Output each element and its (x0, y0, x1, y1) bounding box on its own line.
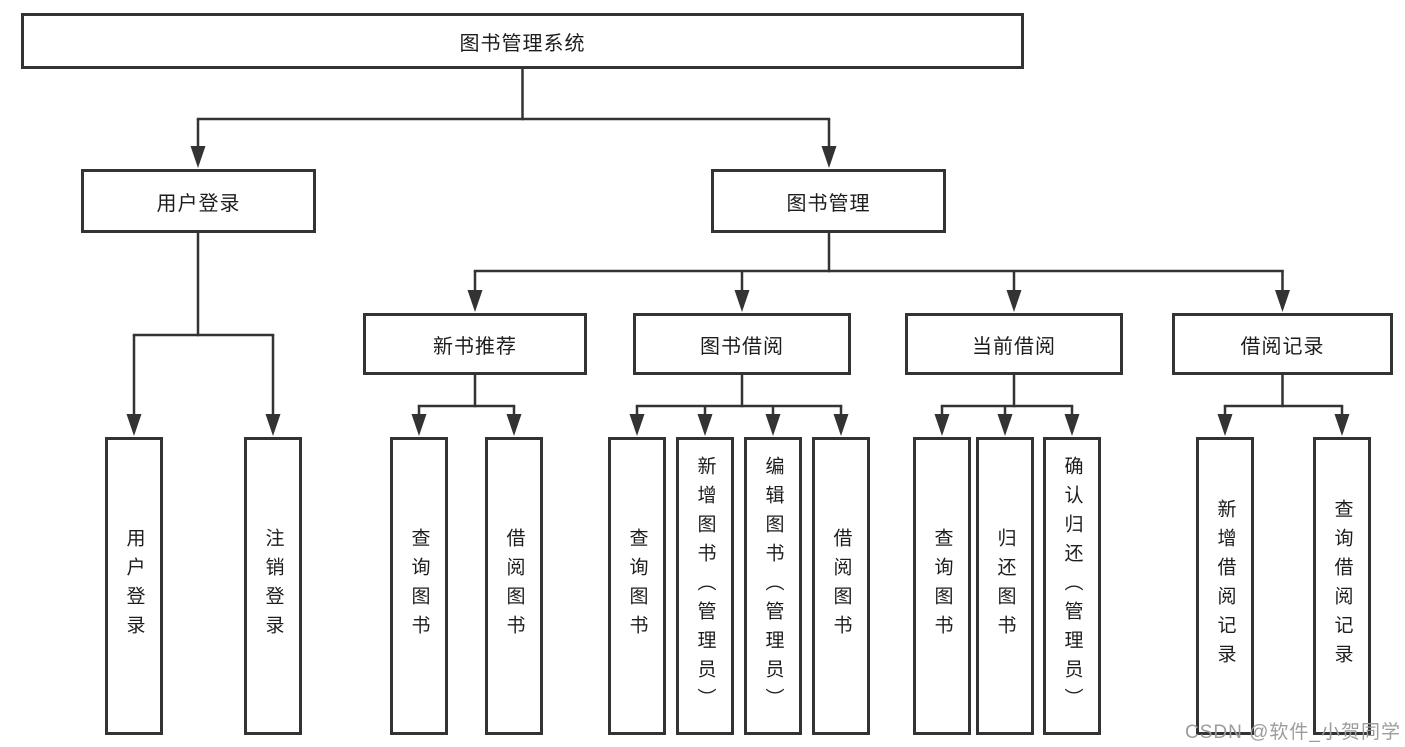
leaf-user-login: 用户登录 (105, 437, 163, 735)
leaf-record-query: 查询借阅记录 (1313, 437, 1371, 735)
leaf-current-query: 查询图书 (913, 437, 971, 735)
leaf-borrow-query-label: 查询图书 (626, 528, 648, 644)
leaf-current-query-label: 查询图书 (931, 528, 953, 644)
node-borrow-record-label: 借阅记录 (1240, 335, 1325, 358)
leaf-newbook-query: 查询图书 (390, 437, 448, 735)
leaf-current-return-label: 归还图书 (994, 528, 1016, 644)
leaf-borrow-add: 新增图书（管理员） (676, 437, 734, 735)
node-root-label: 图书管理系统 (459, 32, 586, 55)
leaf-borrow-borrow: 借阅图书 (812, 437, 870, 735)
node-book-mgmt: 图书管理 (711, 169, 946, 233)
node-new-book: 新书推荐 (363, 313, 587, 375)
node-current-borrow-label: 当前借阅 (972, 335, 1056, 358)
leaf-current-confirm: 确认归还（管理员） (1043, 437, 1101, 735)
leaf-newbook-borrow: 借阅图书 (485, 437, 543, 735)
node-current-borrow: 当前借阅 (905, 313, 1123, 375)
leaf-user-login-label: 用户登录 (123, 528, 145, 644)
node-user-login: 用户登录 (81, 169, 316, 233)
leaf-borrow-borrow-label: 借阅图书 (830, 528, 852, 644)
node-borrow-record: 借阅记录 (1172, 313, 1393, 375)
node-new-book-label: 新书推荐 (433, 335, 517, 358)
leaf-record-add: 新增借阅记录 (1196, 437, 1254, 735)
node-root: 图书管理系统 (21, 13, 1024, 69)
csdn-watermark: CSDN @软件_小贺同学 (1185, 722, 1401, 743)
node-book-borrow-label: 图书借阅 (700, 335, 784, 358)
leaf-record-query-label: 查询借阅记录 (1331, 499, 1353, 673)
node-book-borrow: 图书借阅 (633, 313, 851, 375)
node-user-login-label: 用户登录 (156, 192, 241, 215)
leaf-current-return: 归还图书 (976, 437, 1034, 735)
leaf-logout-label: 注销登录 (262, 528, 284, 644)
leaf-newbook-borrow-label: 借阅图书 (503, 528, 525, 644)
leaf-borrow-query: 查询图书 (608, 437, 666, 735)
leaf-borrow-add-label: 新增图书（管理员） (694, 455, 716, 717)
leaf-newbook-query-label: 查询图书 (408, 528, 430, 644)
node-book-mgmt-label: 图书管理 (786, 192, 871, 215)
leaf-logout: 注销登录 (244, 437, 302, 735)
leaf-borrow-edit: 编辑图书（管理员） (744, 437, 802, 735)
leaf-borrow-edit-label: 编辑图书（管理员） (762, 455, 784, 717)
leaf-record-add-label: 新增借阅记录 (1214, 499, 1236, 673)
leaf-current-confirm-label: 确认归还（管理员） (1061, 455, 1083, 717)
